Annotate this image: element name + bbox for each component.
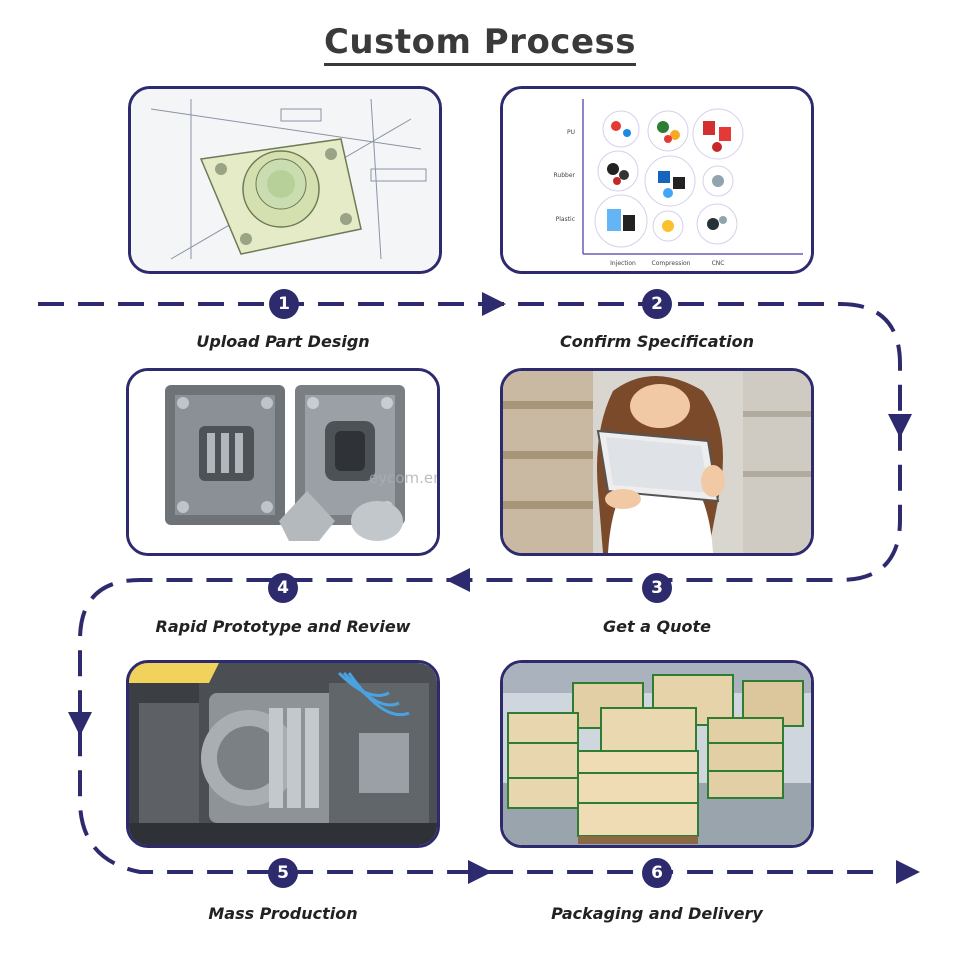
step-6-label: Packaging and Delivery — [551, 904, 763, 923]
arrow-down-icon — [68, 712, 92, 736]
step-6-badge: 6 — [642, 858, 672, 888]
step-5-badge: 5 — [268, 858, 298, 888]
step-1-badge: 1 — [269, 289, 299, 319]
pallet-boxes-icon — [503, 663, 811, 845]
step-1-label: Upload Part Design — [196, 332, 370, 351]
step-4-badge: 4 — [268, 573, 298, 603]
step-3-image — [500, 368, 814, 556]
arrow-down-icon — [888, 414, 912, 438]
y-label-rubber: Rubber — [554, 172, 576, 179]
y-label-plastic: Plastic — [556, 216, 575, 223]
page-title: Custom Process — [0, 22, 960, 67]
cad-drawing-icon — [131, 89, 439, 271]
step-2-label: Confirm Specification — [559, 332, 755, 351]
step-4-image: eycom.en.alibaba.com — [126, 368, 440, 556]
watermark-text: eycom.en.alibaba.com — [369, 469, 437, 487]
step-6-image — [500, 660, 814, 848]
step-2-image: PU Rubber Plastic Injection Compression … — [500, 86, 814, 274]
arrow-right-icon — [896, 860, 920, 884]
x-label-injection: Injection — [610, 260, 636, 267]
step-3-label: Get a Quote — [602, 617, 712, 636]
tablet-user-icon — [503, 371, 811, 553]
step-5-label: Mass Production — [208, 904, 358, 923]
step-3-badge: 3 — [642, 573, 672, 603]
flow-dashed-line — [38, 302, 902, 874]
y-label-pu: PU — [567, 129, 575, 136]
arrow-right-icon — [468, 860, 492, 884]
step-2-badge: 2 — [642, 289, 672, 319]
arrow-left-icon — [446, 568, 470, 592]
step-1-image — [128, 86, 442, 274]
injection-machine-icon — [129, 663, 437, 845]
arrow-right-icon — [482, 292, 506, 316]
materials-chart-icon: PU Rubber Plastic Injection Compression … — [503, 89, 811, 271]
mold-icon: eycom.en.alibaba.com — [129, 371, 437, 553]
step-4-label: Rapid Prototype and Review — [155, 617, 411, 636]
x-label-compression: Compression — [652, 260, 691, 267]
step-5-image — [126, 660, 440, 848]
x-label-cnc: CNC — [712, 260, 725, 267]
